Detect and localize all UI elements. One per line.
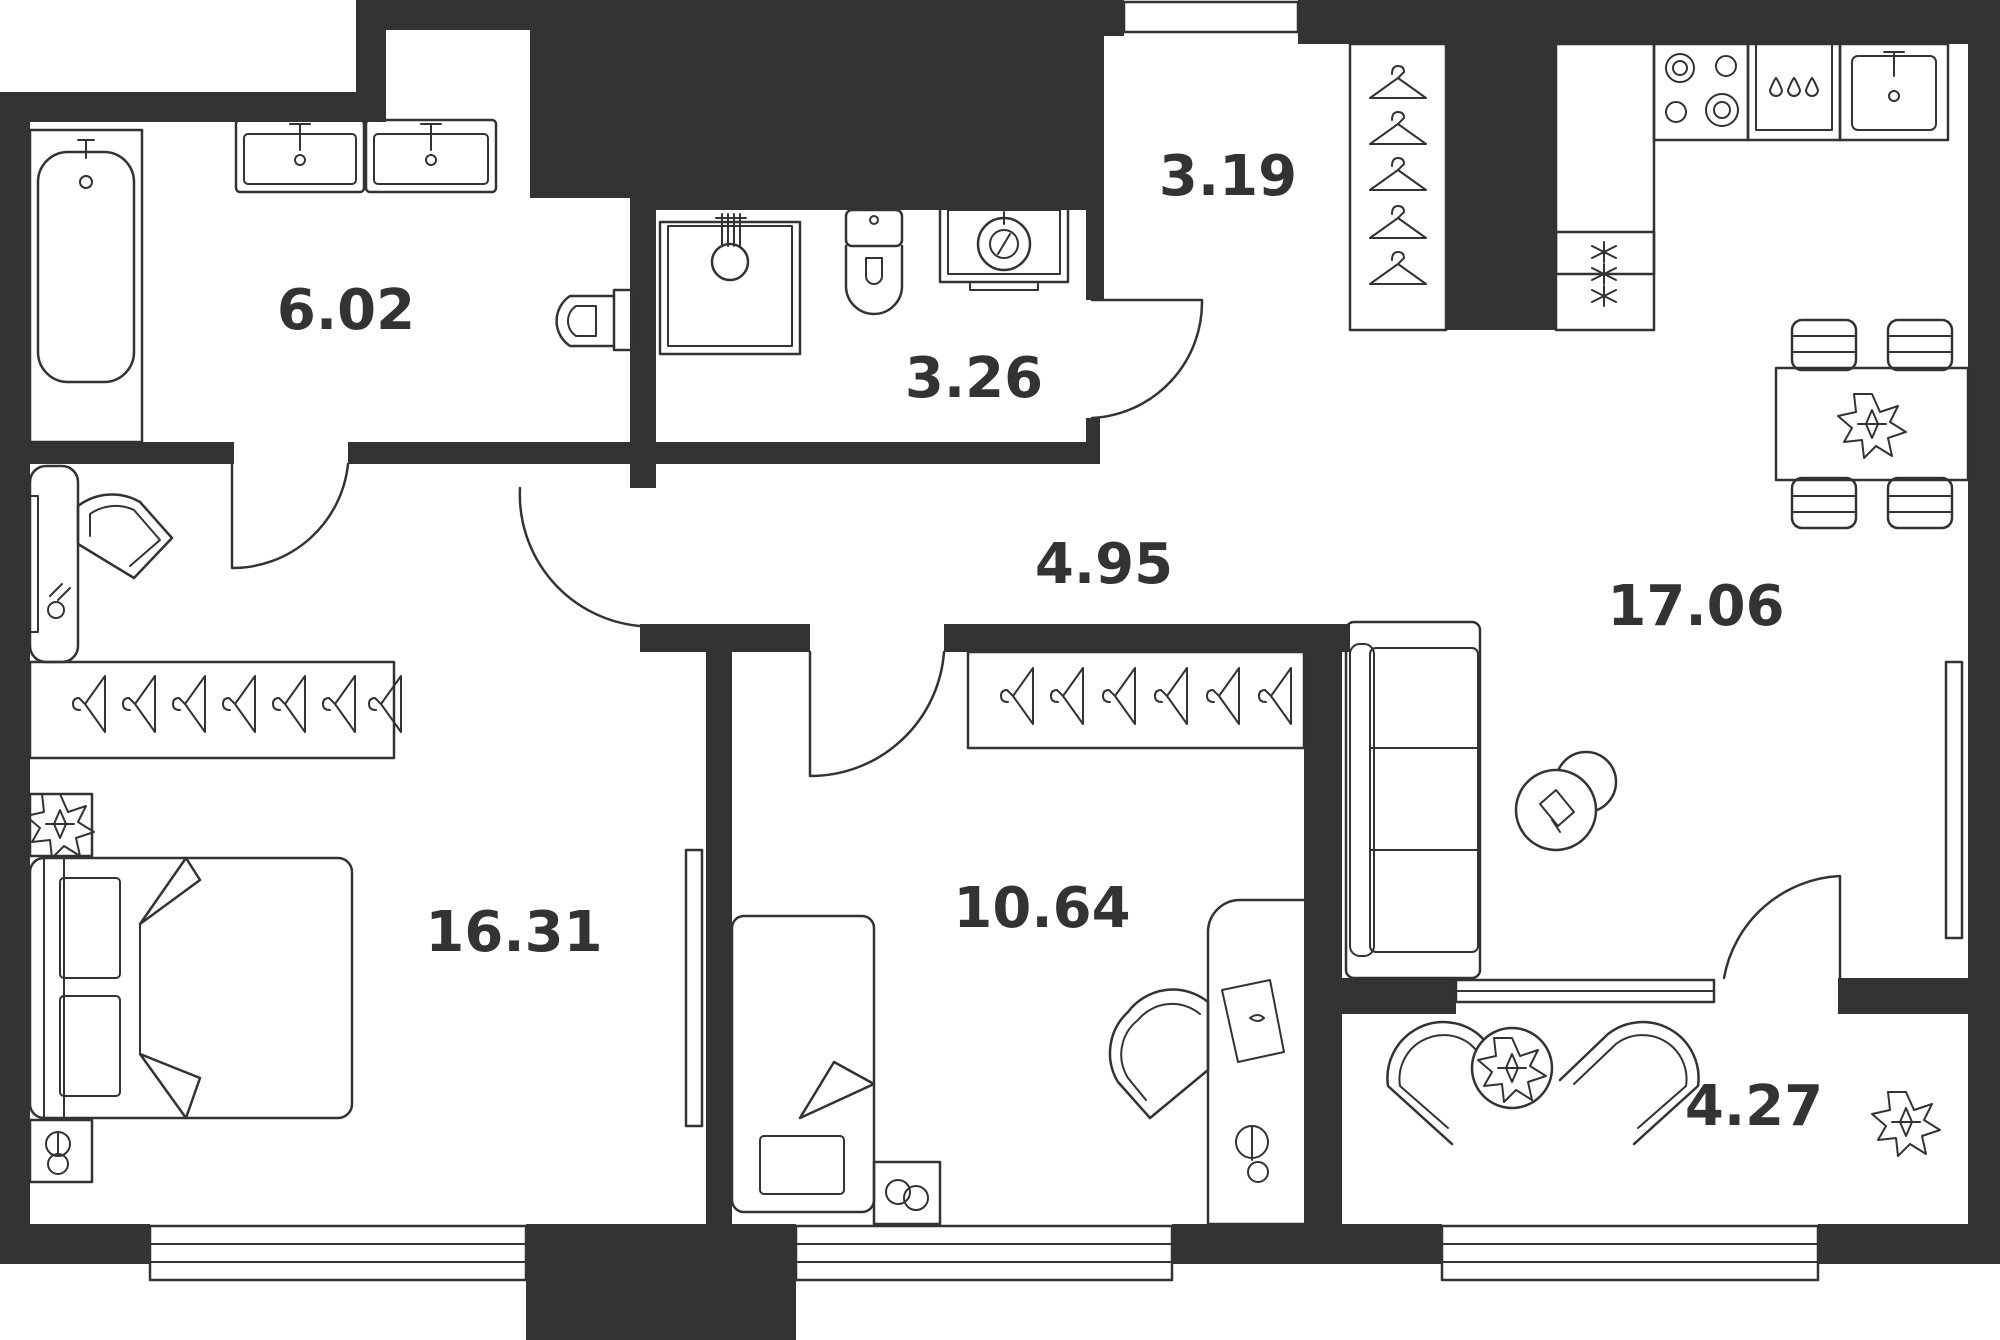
desk-icon: [28, 464, 80, 664]
chair-icon: [1790, 318, 1954, 530]
area-label-bedroom-second: 10.64: [953, 876, 1130, 941]
plant-icon: [25, 792, 95, 859]
armchair-icon: [76, 493, 174, 580]
bathtub-icon: [28, 128, 144, 444]
desk-icon: [1206, 898, 1306, 1226]
area-label-balcony: 4.27: [1685, 1074, 1823, 1139]
area-label-wardrobe: 3.19: [1159, 144, 1297, 209]
bed-icon: [730, 914, 942, 1226]
bed-icon: [28, 856, 354, 1120]
plant-icon: [1470, 1026, 1941, 1157]
door-icon: [230, 298, 1842, 980]
area-label-toilet: 3.26: [905, 346, 1043, 411]
washing-machine-icon: [938, 204, 1070, 291]
lamp-icon: [1514, 750, 1618, 852]
area-label-kitchen-living: 17.06: [1607, 574, 1784, 639]
toilet-icon: [555, 288, 634, 352]
area-label-bathroom: 6.02: [277, 278, 415, 343]
hanger-icon: [1348, 42, 1448, 332]
room-areas: 6.02 3.26 3.19 4.95 17.06 16.31 10.64 4.…: [277, 144, 1823, 1139]
sofa-icon: [1344, 620, 1482, 980]
dining-table-icon: [1774, 366, 1970, 482]
armchair-icon: [1386, 1020, 1700, 1146]
toilet-icon: [844, 208, 904, 316]
hanger-icon: [28, 660, 402, 760]
sink-icon: [234, 118, 498, 194]
area-label-bedroom-main: 16.31: [425, 900, 602, 965]
shower-icon: [658, 213, 802, 356]
area-label-hallway: 4.95: [1035, 532, 1173, 597]
window-icon: [148, 0, 1964, 1282]
stove-icon: [1554, 42, 1750, 332]
kitchen-sink-icon: [1746, 42, 1950, 142]
armchair-icon: [1108, 988, 1210, 1120]
lamp-icon: [28, 1118, 94, 1184]
hanger-icon: [966, 650, 1306, 750]
